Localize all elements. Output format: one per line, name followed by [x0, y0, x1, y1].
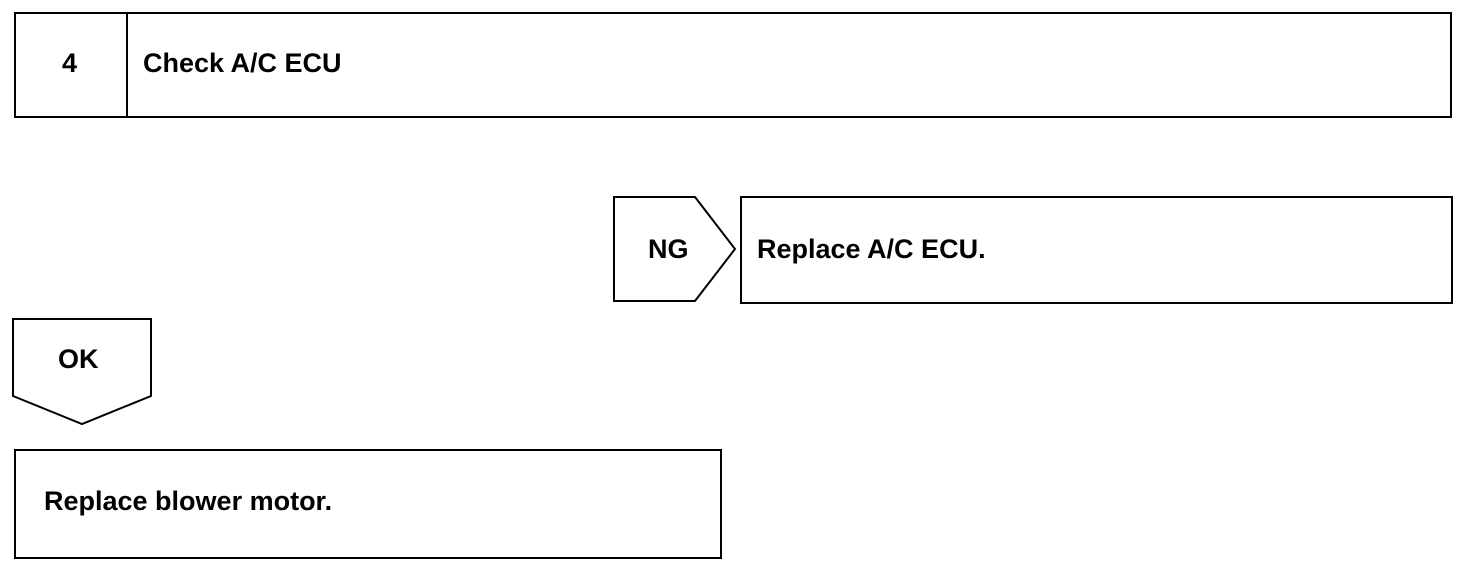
ng-arrow-tag	[613, 196, 737, 302]
ok-action-box	[14, 449, 722, 559]
step-number-divider	[126, 12, 128, 118]
ng-label: NG	[648, 234, 689, 264]
ok-arrow-tag	[12, 318, 152, 426]
ng-action-box	[740, 196, 1453, 304]
step-title: Check A/C ECU	[143, 48, 342, 78]
ok-action-text: Replace blower motor.	[44, 486, 333, 516]
step-number: 4	[62, 48, 78, 78]
ok-label: OK	[58, 344, 99, 374]
ng-action-text: Replace A/C ECU.	[757, 234, 986, 264]
step-header-box	[14, 12, 1452, 118]
